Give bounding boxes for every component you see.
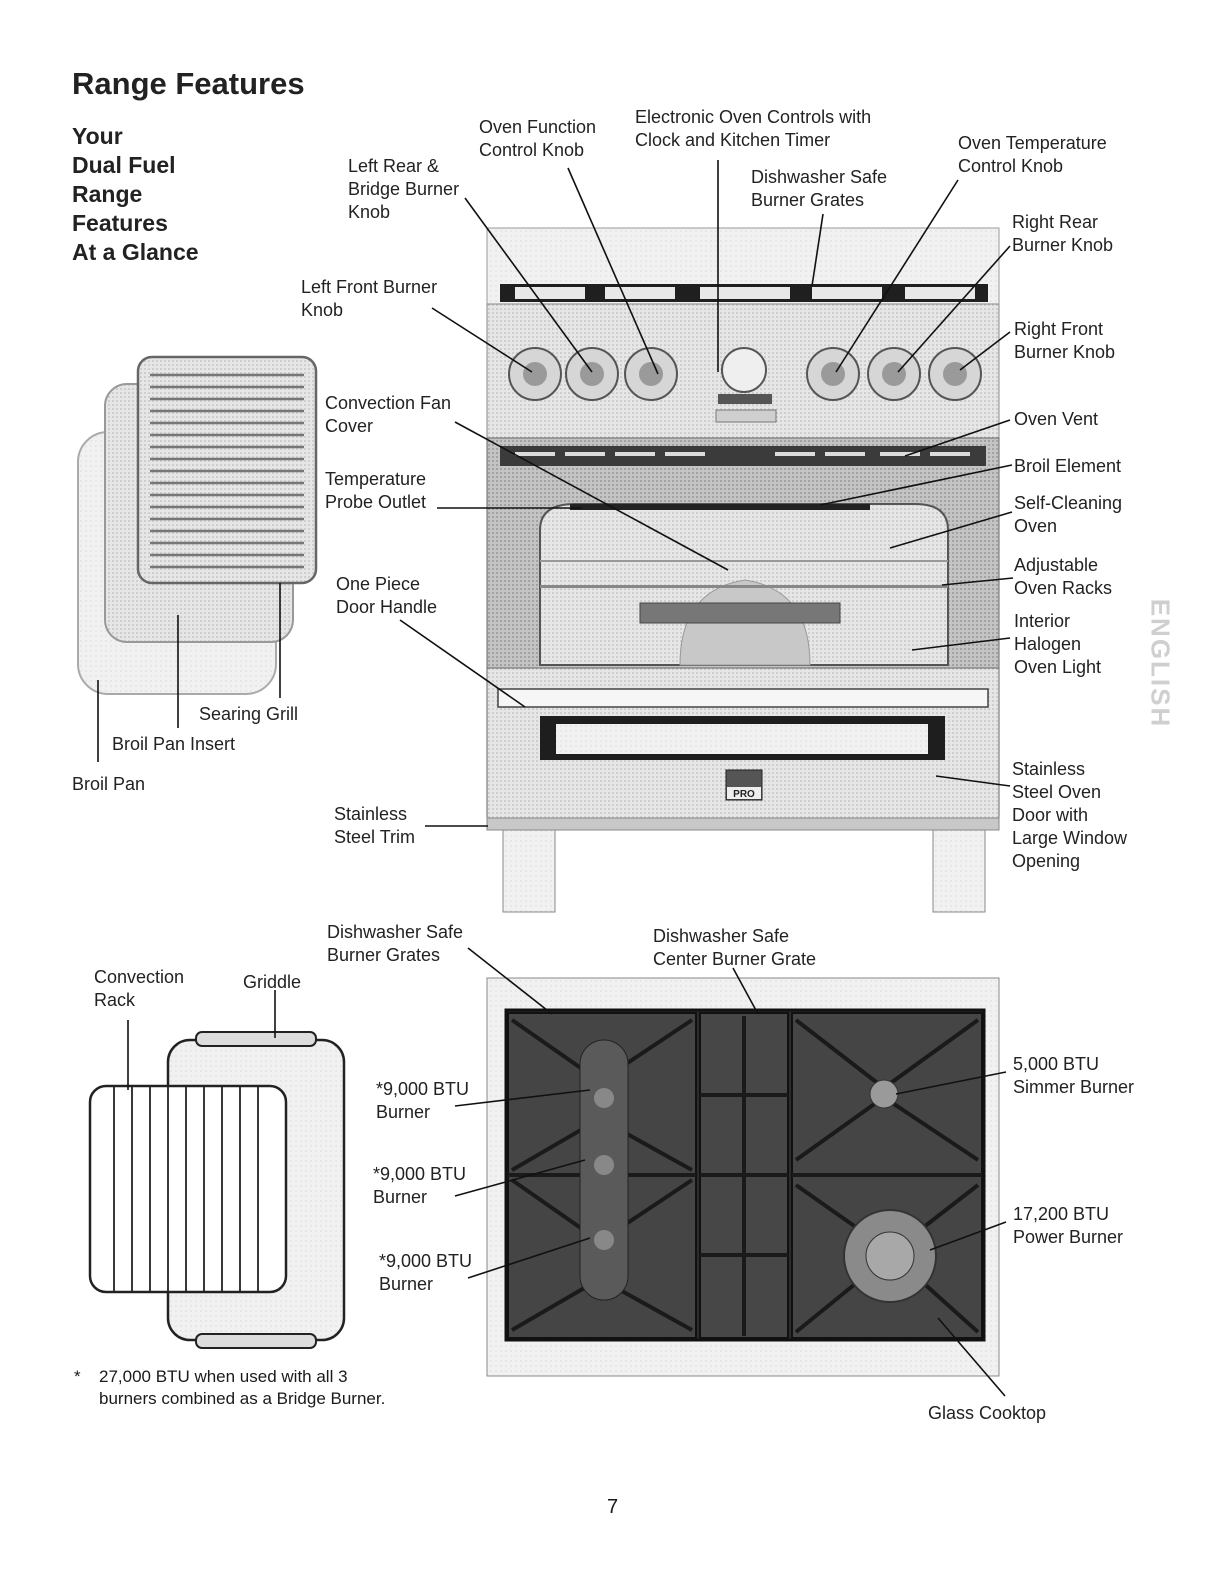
label-searing-grill: Searing Grill bbox=[199, 704, 299, 724]
label-convection-fan-cover: Convection Fan Cover bbox=[325, 393, 452, 436]
right-leg bbox=[932, 829, 986, 913]
pro-badge: PRO bbox=[733, 789, 755, 800]
section-subtitle: Your Dual Fuel Range Features At a Glanc… bbox=[72, 123, 199, 265]
label-left-rear-bridge-knob: Left Rear & Bridge Burner Knob bbox=[348, 156, 460, 222]
label-left-front-knob: Left Front Burner Knob bbox=[301, 277, 438, 320]
label-oven-temperature-knob: Oven Temperature Control Knob bbox=[958, 133, 1107, 176]
label-oven-vent: Oven Vent bbox=[1014, 409, 1099, 429]
label-self-cleaning-oven: Self-Cleaning Oven bbox=[1014, 493, 1123, 536]
convection-rack-illustration bbox=[88, 1084, 288, 1294]
label-one-piece-handle: One Piece Door Handle bbox=[336, 574, 438, 617]
broil-pan-illustration bbox=[77, 355, 318, 695]
label-burner-1: *9,000 BTU Burner bbox=[376, 1079, 470, 1122]
label-power-burner: 17,200 BTU Power Burner bbox=[1013, 1204, 1124, 1247]
language-tab: ENGLISH bbox=[1145, 598, 1176, 728]
label-temperature-probe-outlet: Temperature Probe Outlet bbox=[325, 469, 427, 512]
oven-cavity bbox=[486, 437, 1000, 669]
leader-lines bbox=[97, 160, 1014, 1397]
label-stainless-trim: Stainless Steel Trim bbox=[334, 804, 416, 847]
left-leg bbox=[502, 829, 556, 913]
label-cooktop-dishwasher-grates: Dishwasher Safe Burner Grates bbox=[327, 922, 464, 965]
label-broil-element: Broil Element bbox=[1014, 456, 1122, 476]
label-broil-pan: Broil Pan bbox=[72, 774, 146, 794]
label-oven-function-knob: Oven Function Control Knob bbox=[479, 117, 597, 160]
cooktop-illustration bbox=[486, 977, 1000, 1377]
label-convection-rack: Convection Rack bbox=[94, 967, 185, 1010]
label-burner-2: *9,000 BTU Burner bbox=[373, 1164, 467, 1207]
label-right-front-knob: Right Front Burner Knob bbox=[1014, 319, 1116, 362]
label-adjustable-racks: Adjustable Oven Racks bbox=[1014, 555, 1113, 598]
label-glass-cooktop: Glass Cooktop bbox=[928, 1403, 1047, 1423]
label-stainless-door: Stainless Steel Oven Door with Large Win… bbox=[1012, 759, 1128, 871]
label-griddle: Griddle bbox=[243, 972, 302, 992]
label-center-burner-grate: Dishwasher Safe Center Burner Grate bbox=[653, 926, 817, 969]
label-dishwasher-grates-top: Dishwasher Safe Burner Grates bbox=[751, 167, 888, 210]
page-title: Range Features bbox=[72, 66, 305, 101]
label-halogen-light: Interior Halogen Oven Light bbox=[1014, 611, 1102, 677]
label-electronic-controls: Electronic Oven Controls with Clock and … bbox=[635, 107, 872, 150]
footnote: * 27,000 BTU when used with all 3 burner… bbox=[74, 1367, 386, 1408]
label-right-rear-knob: Right Rear Burner Knob bbox=[1012, 212, 1114, 255]
oven-door: PRO bbox=[486, 667, 1000, 831]
label-simmer-burner: 5,000 BTU Simmer Burner bbox=[1013, 1054, 1135, 1097]
label-broil-pan-insert: Broil Pan Insert bbox=[112, 734, 236, 754]
electronic-controls bbox=[715, 347, 777, 423]
label-burner-3: *9,000 BTU Burner bbox=[379, 1251, 473, 1294]
page-number: 7 bbox=[606, 1496, 619, 1518]
